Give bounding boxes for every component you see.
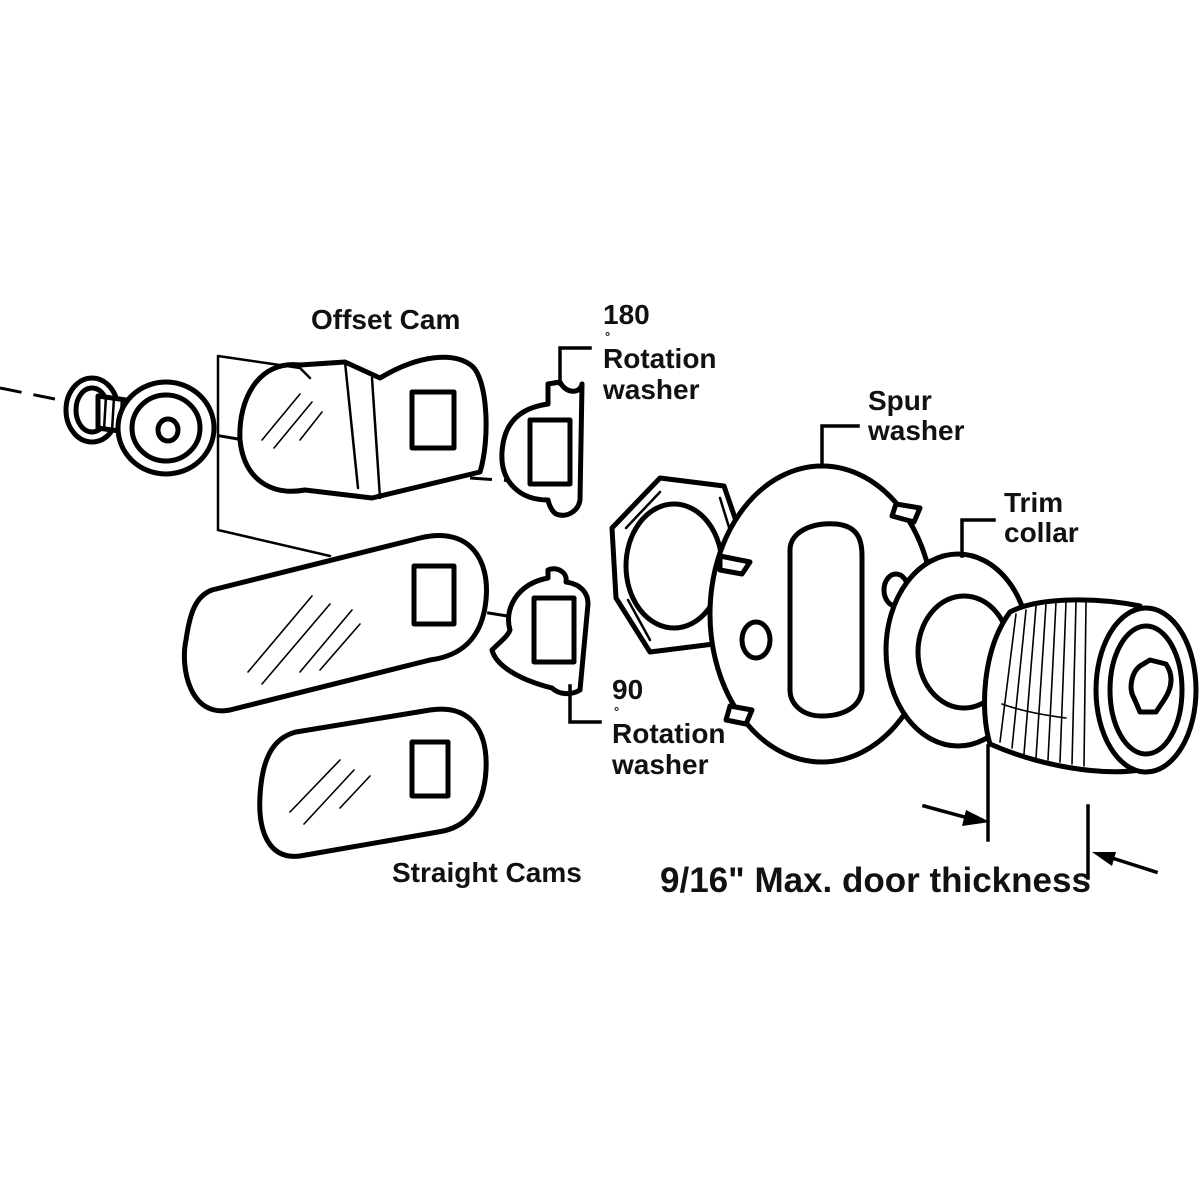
rotation-washer-180-label: 180° Rotation washer	[603, 299, 717, 405]
leader-180-rotation-washer	[558, 346, 592, 386]
spur-washer	[707, 463, 937, 765]
trim-collar-line1: Trim	[1004, 487, 1064, 518]
rotation-180-line1: Rotation	[603, 343, 717, 375]
degree-mark: °	[605, 329, 611, 345]
cam-link-lines	[216, 354, 332, 558]
door-thickness-dimension	[921, 744, 1159, 880]
leader-trim-collar	[960, 518, 996, 558]
straight-cam-short	[257, 706, 489, 859]
rotation-90-degrees: 90	[612, 674, 644, 705]
rotation-washer-90	[489, 566, 591, 697]
straight-cam-long	[181, 533, 489, 714]
offset-cam	[237, 354, 489, 501]
rotation-180-degrees: 180	[603, 299, 650, 330]
straight-cams-label: Straight Cams	[392, 857, 582, 888]
trim-collar-label: Trim collar	[1004, 487, 1079, 549]
spur-washer-line1: Spur	[868, 385, 932, 416]
lock-cylinder	[982, 597, 1199, 775]
rotation-90-line1: Rotation	[612, 718, 726, 750]
rotation-washer-90-label: 90° Rotation washer	[612, 674, 726, 780]
offset-cam-label: Offset Cam	[311, 304, 461, 335]
screw-washer	[115, 379, 217, 477]
spur-washer-label: Spur washer	[868, 385, 965, 447]
degree-mark: °	[614, 704, 620, 720]
door-thickness-label: 9/16" Max. door thickness	[660, 861, 1091, 900]
spur-washer-line2: washer	[868, 415, 965, 447]
trim-collar-line2: collar	[1004, 517, 1079, 549]
rotation-180-line2: washer	[603, 373, 700, 405]
rotation-washer-180	[499, 379, 585, 518]
leader-spur-washer	[820, 424, 860, 464]
leader-90-rotation-washer	[568, 684, 602, 724]
rotation-90-line2: washer	[612, 748, 709, 780]
